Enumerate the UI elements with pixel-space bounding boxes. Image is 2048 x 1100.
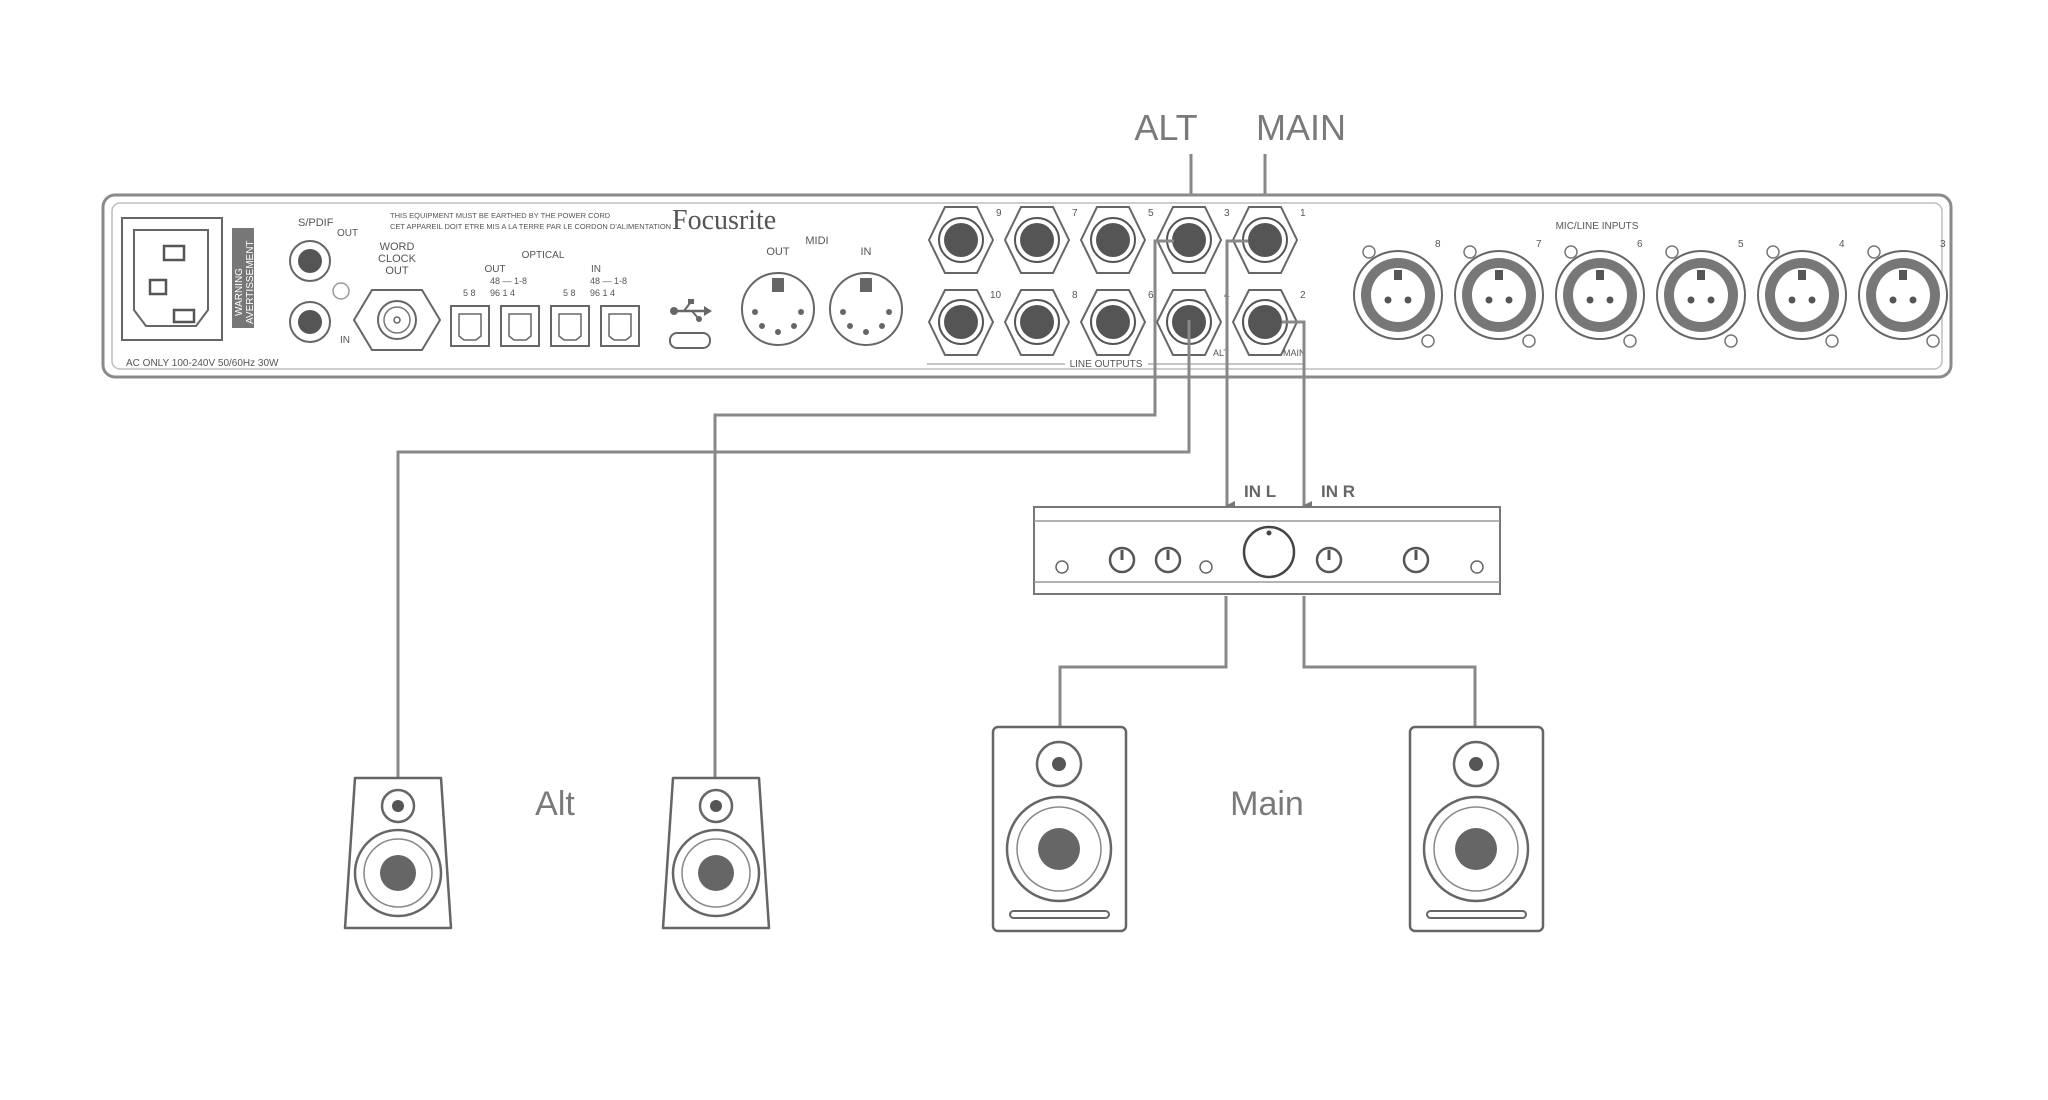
spdif-in-jack: [289, 301, 331, 343]
mic-input-5: [1656, 245, 1746, 348]
line-output-jack-10: [927, 289, 995, 356]
optical-label: OPTICAL: [522, 250, 565, 261]
word-clock-label-3: OUT: [385, 265, 409, 277]
line-out-num-3: 3: [1224, 208, 1230, 219]
cable-alt-right: [713, 239, 1174, 782]
main-speakers-label: Main: [1230, 785, 1304, 823]
optical-in-48: 48 — 1-8: [590, 276, 627, 286]
line-output-jack-6: [1079, 289, 1147, 356]
midi-in-label: IN: [861, 246, 872, 258]
cables: [396, 239, 1477, 782]
spdif-label: S/PDIF: [298, 217, 334, 229]
cable-amp-left-speaker: [1058, 596, 1228, 728]
word-clock-label-1: WORD: [380, 241, 415, 253]
cable-amp-right-speaker: [1302, 596, 1477, 728]
line-output-jack-9: [927, 206, 995, 274]
mic-num-8: 8: [1435, 239, 1441, 250]
optical-in-label: IN: [591, 264, 601, 275]
earth-notice-fr: CET APPAREIL DOIT ETRE MIS A LA TERRE PA…: [390, 222, 671, 231]
avertissement-text: AVERTISSEMENT: [245, 240, 256, 324]
cable-main-right: [1282, 320, 1306, 496]
mic-input-4: [1757, 245, 1847, 348]
ac-rating-label: AC ONLY 100-240V 50/60Hz 30W: [126, 358, 279, 369]
optical-port-2: [500, 305, 540, 347]
in-r-label: IN R: [1321, 482, 1355, 501]
alt-top-label: ALT: [1134, 107, 1197, 148]
optical-in-58: 5 8: [563, 288, 576, 298]
mic-num-7: 7: [1536, 239, 1542, 250]
amp-led-left: [1055, 560, 1069, 574]
cable-alt-left: [396, 320, 1191, 782]
mic-input-8: [1353, 245, 1443, 348]
main-jack-label: MAIN: [1283, 348, 1306, 358]
line-out-num-2: 2: [1300, 290, 1306, 301]
amp-knob-1: [1108, 546, 1136, 574]
line-output-jack-5: [1079, 206, 1147, 274]
optical-out-96: 96 1 4: [490, 288, 515, 298]
midi-label: MIDI: [805, 235, 828, 247]
optical-port-1: [450, 305, 490, 347]
line-outputs-label: LINE OUTPUTS: [1070, 359, 1143, 370]
spdif-out-jack: [289, 240, 331, 282]
amp-knob-4: [1402, 546, 1430, 574]
mic-line-inputs-label: MIC/LINE INPUTS: [1556, 221, 1639, 232]
optical-out-58: 5 8: [463, 288, 476, 298]
midi-out-port: [741, 272, 815, 346]
amp-knob-2: [1154, 546, 1182, 574]
mic-input-6: [1555, 245, 1645, 348]
main-speaker-left: [991, 725, 1128, 933]
main-speaker-right: [1408, 725, 1545, 933]
line-out-num-1: 1: [1300, 208, 1306, 219]
mic-input-3: [1858, 245, 1948, 348]
amp-volume-knob: [1242, 525, 1296, 579]
alt-speakers-label: Alt: [535, 785, 575, 823]
line-output-jack-2: [1231, 289, 1299, 356]
word-clock-label-2: CLOCK: [378, 253, 417, 265]
warning-badge: [232, 228, 254, 328]
midi-out-label: OUT: [766, 246, 790, 258]
in-l-label: IN L: [1244, 482, 1276, 501]
amp-led-2: [1199, 560, 1213, 574]
line-out-num-9: 9: [996, 208, 1002, 219]
midi-in-port: [829, 272, 903, 346]
optical-in-96: 96 1 4: [590, 288, 615, 298]
usb-icon: [670, 299, 712, 322]
mic-input-7: [1454, 245, 1544, 348]
amplifier: [1033, 506, 1501, 595]
audio-interface-rear-panel: WARNING AVERTISSEMENT AC ONLY 100-240V 5…: [101, 193, 1953, 379]
mic-num-4: 4: [1839, 239, 1845, 250]
line-out-num-5: 5: [1148, 208, 1154, 219]
word-clock-bnc: [352, 289, 442, 351]
line-out-num-8: 8: [1072, 290, 1078, 301]
line-out-num-7: 7: [1072, 208, 1078, 219]
usb-c-port: [669, 332, 711, 349]
optical-port-4: [600, 305, 640, 347]
mic-num-3: 3: [1940, 239, 1946, 250]
ground-screw: [332, 282, 350, 300]
alt-jack-label: ALT: [1213, 348, 1229, 358]
spdif-in-label: IN: [340, 335, 350, 346]
amp-led-right: [1470, 560, 1484, 574]
cable-main-left: [1225, 239, 1248, 496]
amp-knob-3: [1315, 546, 1343, 574]
optical-out-48: 48 — 1-8: [490, 276, 527, 286]
optical-port-3: [550, 305, 590, 347]
alt-speaker-left: [343, 776, 453, 930]
line-out-num-10: 10: [990, 290, 1002, 301]
main-top-label: MAIN: [1256, 107, 1346, 148]
focusrite-logo: Focusrite: [672, 205, 776, 236]
warning-text: WARNING: [234, 268, 245, 316]
line-output-jack-8: [1003, 289, 1071, 356]
mic-num-5: 5: [1738, 239, 1744, 250]
mic-num-6: 6: [1637, 239, 1643, 250]
line-output-jack-3: [1155, 206, 1223, 274]
spdif-out-label: OUT: [337, 228, 358, 239]
optical-out-label: OUT: [484, 264, 505, 275]
line-output-jack-7: [1003, 206, 1071, 274]
earth-notice-en: THIS EQUIPMENT MUST BE EARTHED BY THE PO…: [390, 211, 611, 220]
power-inlet: [121, 217, 223, 341]
alt-speaker-right: [661, 776, 771, 930]
line-out-num-6: 6: [1148, 290, 1154, 301]
